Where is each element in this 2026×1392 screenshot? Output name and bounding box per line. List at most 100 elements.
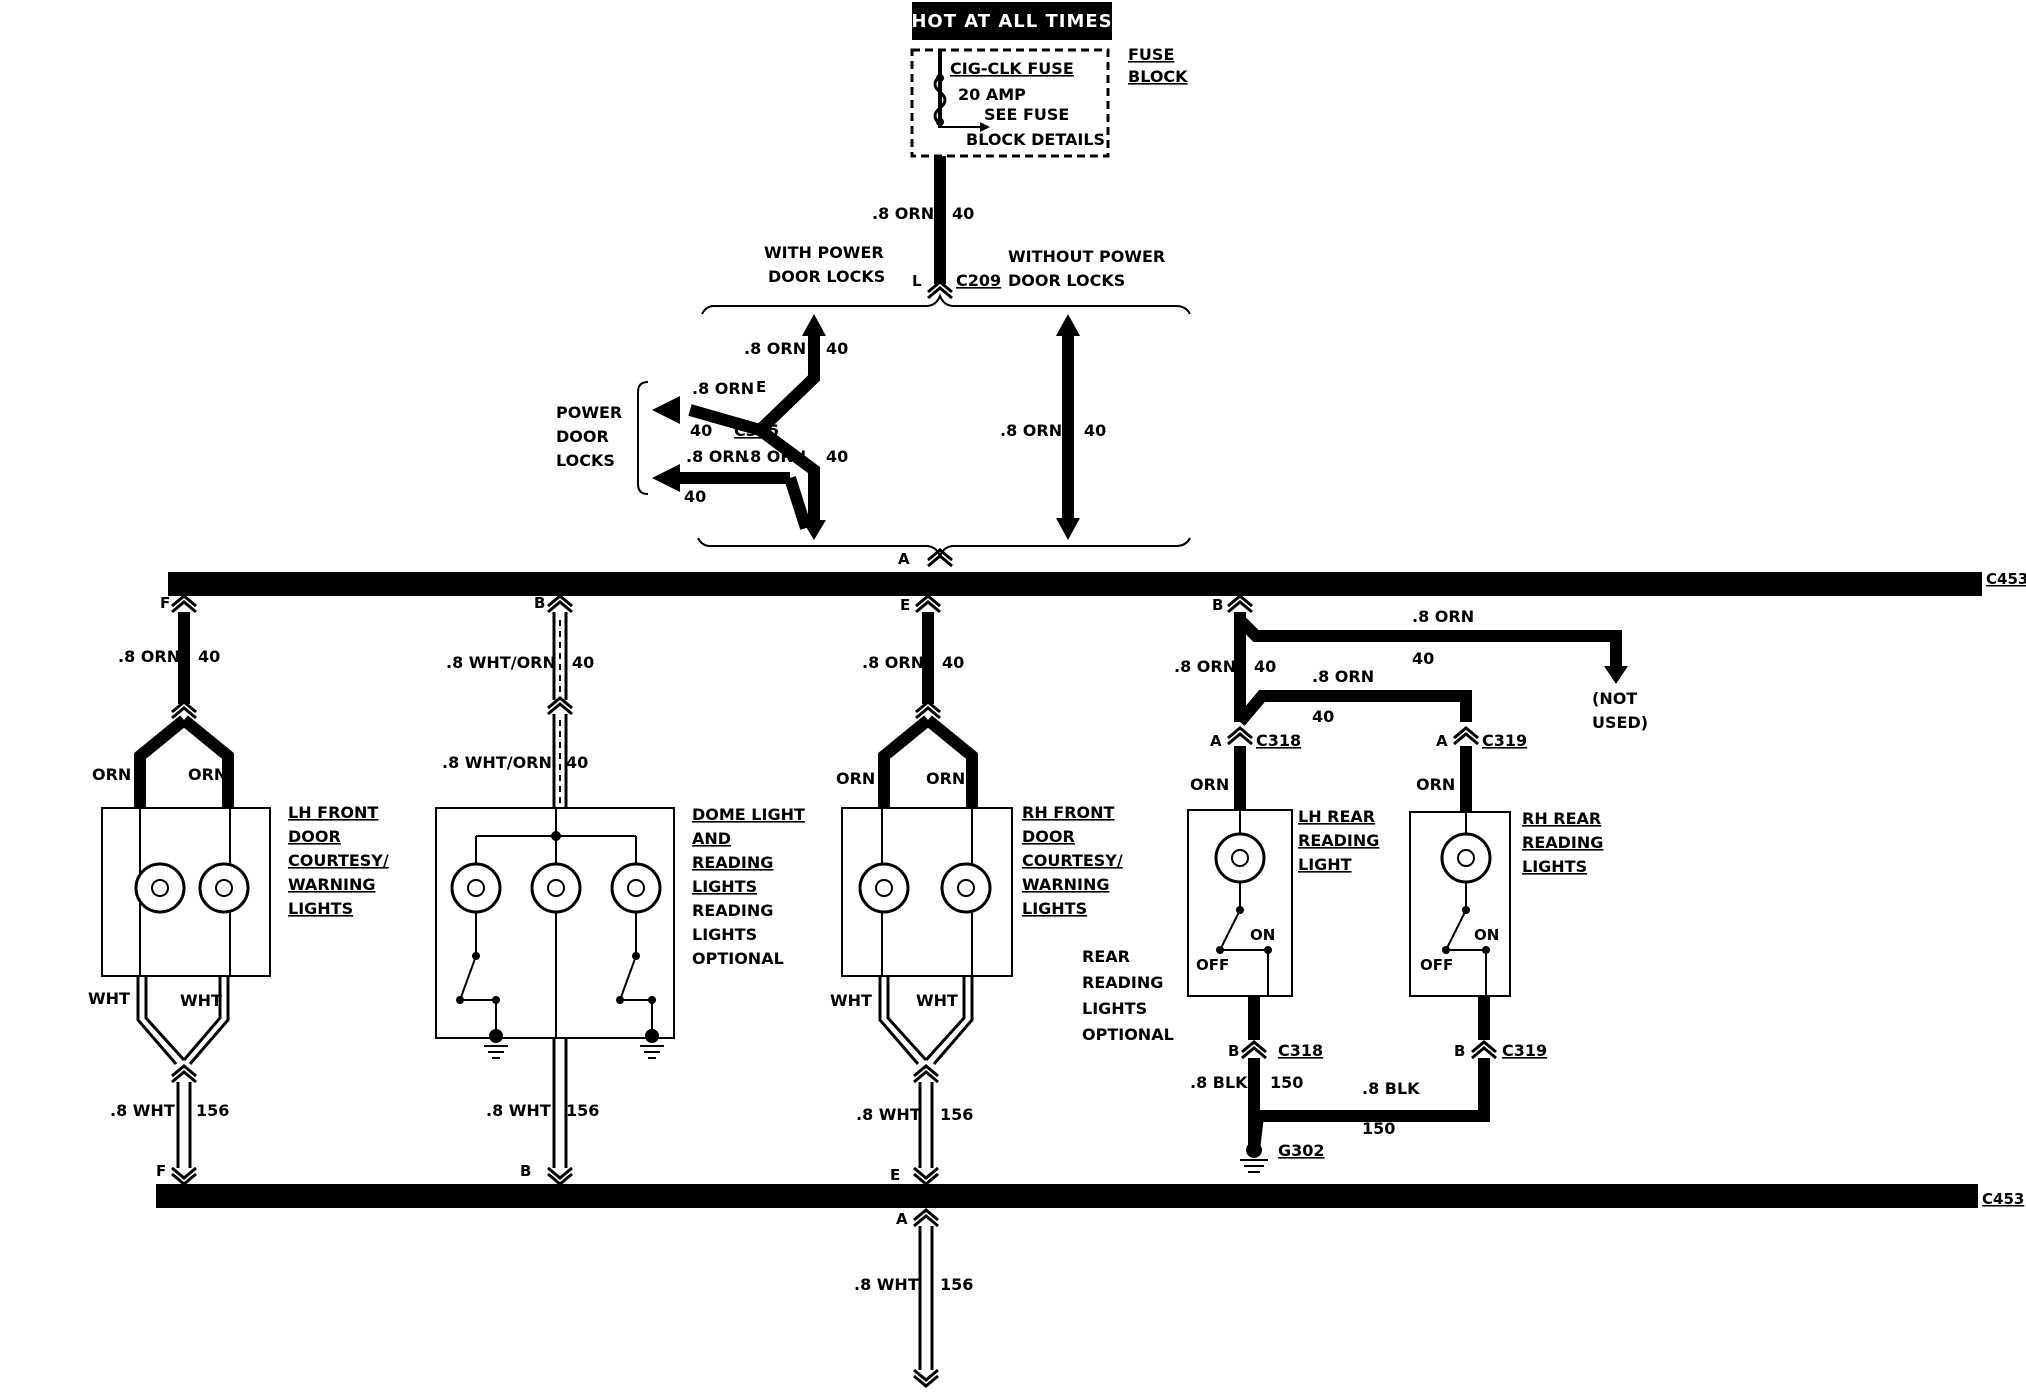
- dome-title-1: DOME LIGHT: [692, 805, 805, 824]
- c319-pin-a: A: [1436, 732, 1448, 750]
- pdl-gauge-3: .8 ORN: [686, 447, 748, 466]
- bulb-icon: [134, 862, 186, 914]
- ground-icon: [645, 1029, 659, 1043]
- rhr-title-2: READING: [1522, 833, 1603, 852]
- fuse-note-2: BLOCK DETAILS: [966, 130, 1105, 149]
- not-used-label-2: USED): [1592, 713, 1648, 732]
- dome-switch-right: [619, 912, 653, 1034]
- without-gauge: .8 ORN: [1000, 421, 1062, 440]
- rhf-title-3: COURTESY/: [1022, 851, 1123, 870]
- lhr-orn: ORN: [1190, 775, 1229, 794]
- rhr-title-1: RH REAR: [1522, 809, 1601, 828]
- hot-at-all-times-banner: [912, 2, 1112, 40]
- fuse-rating: 20 AMP: [958, 85, 1026, 104]
- c209-label: C209: [956, 271, 1001, 290]
- lhr-title-1: LH REAR: [1298, 807, 1375, 826]
- rear-feed-wire: [1234, 612, 1622, 722]
- dome-circuit-2: 40: [566, 753, 588, 772]
- dome-gauge-1: .8 WHT/ORN: [446, 653, 556, 672]
- lhf-title-3: COURTESY/: [288, 851, 389, 870]
- lhf-wht-2: WHT: [180, 991, 222, 1010]
- c318-label-top: C318: [1256, 731, 1301, 750]
- fuse-symbol: [933, 74, 947, 126]
- fuse-block-label-1: FUSE: [1128, 45, 1174, 64]
- c319-label-bottom: C319: [1502, 1041, 1547, 1060]
- power-locks-title-3: LOCKS: [556, 451, 615, 470]
- not-used-label-1: (NOT: [1592, 689, 1637, 708]
- rhr-on: ON: [1474, 926, 1499, 944]
- lhf-bottom-pin: F: [156, 1162, 166, 1180]
- g302-label: G302: [1278, 1141, 1325, 1160]
- out-wht-gauge: .8 WHT: [854, 1275, 919, 1294]
- dome-bottom-pin: B: [520, 1162, 531, 1180]
- rhr-off: OFF: [1420, 956, 1453, 974]
- without-circuit: 40: [1084, 421, 1106, 440]
- power-locks-title-1: POWER: [556, 403, 622, 422]
- rhf-pin-e: E: [900, 596, 910, 614]
- lhf-gauge: .8 ORN: [118, 647, 180, 666]
- c319-label-top: C319: [1482, 731, 1527, 750]
- c318-pin-b: B: [1228, 1042, 1239, 1060]
- bulb-icon: [858, 862, 910, 914]
- rear-opt-3: LIGHTS: [1082, 999, 1147, 1018]
- with-power-label-2: DOOR LOCKS: [768, 267, 885, 286]
- rhf-title-5: LIGHTS: [1022, 899, 1087, 918]
- c453-bus-bottom: [156, 1184, 1978, 1208]
- pdl-circuit-1: 40: [826, 339, 848, 358]
- lh-front-light-box: [101, 807, 271, 977]
- bulb-icon: [1214, 832, 1266, 884]
- c209-connector: [927, 280, 953, 300]
- dome-title-4: LIGHTS: [692, 877, 757, 896]
- dome-circuit-1: 40: [572, 653, 594, 672]
- rear-opt-4: OPTIONAL: [1082, 1025, 1174, 1044]
- lhf-wht-gauge: .8 WHT: [110, 1101, 175, 1120]
- rear-blk-gauge-2: .8 BLK: [1362, 1079, 1420, 1098]
- dome-switch-left: [459, 912, 497, 1034]
- pdl-gauge-4: .8 ORN: [744, 447, 806, 466]
- rhf-wht-circuit: 156: [940, 1105, 973, 1124]
- lhf-pin-f: F: [160, 594, 170, 612]
- rear-gauge-2: .8 ORN: [1312, 667, 1374, 686]
- bulb-icon: [530, 862, 582, 914]
- pdl-circuit-3: 40: [826, 447, 848, 466]
- lhr-title-3: LIGHT: [1298, 855, 1352, 874]
- c453-label-top: C453: [1986, 570, 2026, 588]
- c318-label-bottom: C318: [1278, 1041, 1323, 1060]
- dome-gauge-2: .8 WHT/ORN: [442, 753, 552, 772]
- c453-bus-top: [168, 572, 1982, 596]
- rhr-title-3: LIGHTS: [1522, 857, 1587, 876]
- dome-wht-gauge: .8 WHT: [486, 1101, 551, 1120]
- fuse-note-1: SEE FUSE: [984, 105, 1069, 124]
- rh-front-light-box: [841, 807, 1013, 977]
- rhf-title-4: WARNING: [1022, 875, 1110, 894]
- lhf-circuit: 40: [198, 647, 220, 666]
- rear-opt-1: REAR: [1082, 947, 1130, 966]
- dome-opt-1: READING: [692, 901, 773, 920]
- pdl-gauge-2: .8 ORN: [692, 379, 754, 398]
- c453-label-bottom: C453: [1982, 1190, 2024, 1208]
- rhf-wht-2: WHT: [916, 991, 958, 1010]
- rear-blk-circuit: 150: [1270, 1073, 1303, 1092]
- lhf-title-1: LH FRONT: [288, 803, 378, 822]
- lhr-on: ON: [1250, 926, 1275, 944]
- lhr-title-2: READING: [1298, 831, 1379, 850]
- feed-circuit: 40: [952, 204, 974, 223]
- c319-pin-b: B: [1454, 1042, 1465, 1060]
- rhr-orn: ORN: [1416, 775, 1455, 794]
- bulb-icon: [450, 862, 502, 914]
- bulb-icon: [610, 862, 662, 914]
- out-wht-circuit: 156: [940, 1275, 973, 1294]
- rear-pin-b: B: [1212, 596, 1223, 614]
- notused-gauge: .8 ORN: [1412, 607, 1474, 626]
- rear-gauge: .8 ORN: [1174, 657, 1236, 676]
- rhf-wht-gauge: .8 WHT: [856, 1105, 921, 1124]
- bus-top-pin-a: A: [898, 550, 910, 568]
- c318-pin-a: A: [1210, 732, 1222, 750]
- lhf-wht-1: WHT: [88, 989, 130, 1008]
- ground-icon: [1246, 1142, 1262, 1158]
- rear-blk-circuit-2: 150: [1362, 1119, 1395, 1138]
- ground-icon: [489, 1029, 503, 1043]
- dome-title-3: READING: [692, 853, 773, 872]
- c365-label: C365: [734, 421, 779, 440]
